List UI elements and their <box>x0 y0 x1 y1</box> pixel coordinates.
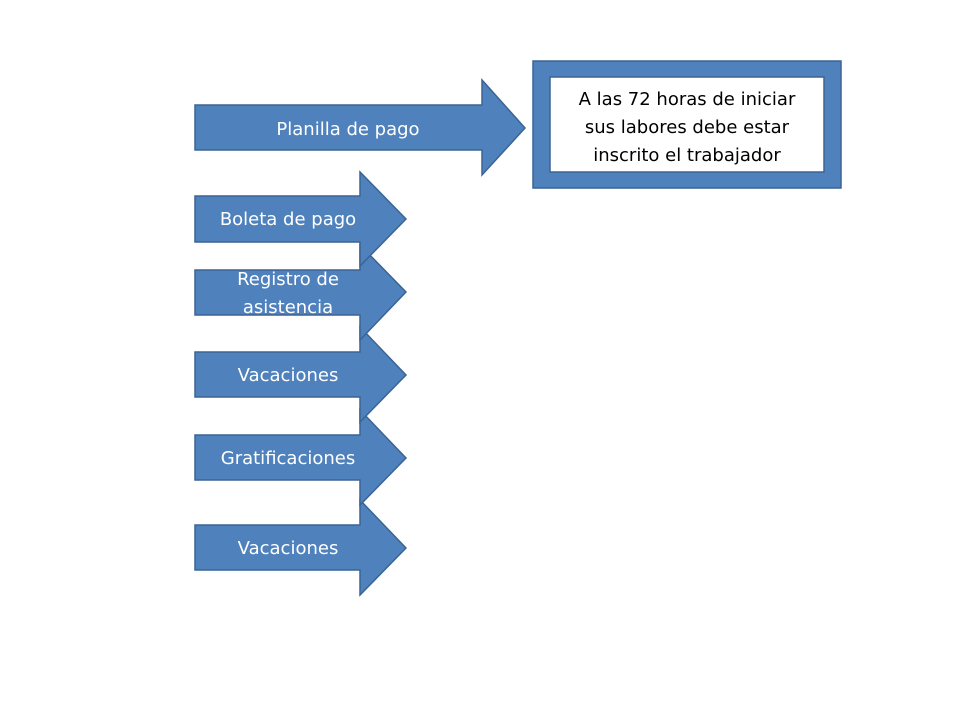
info-box-line-3: inscrito el trabajador <box>593 145 781 166</box>
arrow-vacaciones-1: Vacaciones <box>194 325 408 424</box>
info-box: A las 72 horas de iniciar sus labores de… <box>532 60 842 189</box>
arrow-vacaciones-2-label: Vacaciones <box>238 538 339 559</box>
arrow-registro-shape <box>194 243 408 342</box>
arrow-gratificaciones: Gratificaciones <box>194 408 408 507</box>
arrow-vacaciones-1-label: Vacaciones <box>238 365 339 386</box>
info-box-inner <box>549 76 825 173</box>
info-box-line-2: sus labores debe estar <box>585 117 790 138</box>
arrow-gratificaciones-label: Gratificaciones <box>221 448 355 469</box>
main-arrow-label: Planilla de pago <box>276 119 419 140</box>
arrow-boleta-label: Boleta de pago <box>220 209 356 230</box>
arrow-vacaciones-2-shape <box>194 498 408 597</box>
arrow-vacaciones-1-shape <box>194 325 408 424</box>
main-arrow-shape <box>194 78 527 177</box>
info-box-line-1: A las 72 horas de iniciar <box>579 89 796 110</box>
arrow-boleta-shape <box>194 170 408 268</box>
main-arrow-planilla-de-pago: Planilla de pago <box>194 78 527 177</box>
arrow-gratificaciones-shape <box>194 408 408 507</box>
arrow-registro-label-line-2: asistencia <box>243 297 333 318</box>
arrow-registro-label-line-1: Registro de <box>237 269 339 290</box>
arrow-vacaciones-2: Vacaciones <box>194 498 408 597</box>
arrow-registro-de-asistencia: Registro de asistencia <box>194 243 408 342</box>
arrow-boleta-de-pago: Boleta de pago <box>194 170 408 268</box>
